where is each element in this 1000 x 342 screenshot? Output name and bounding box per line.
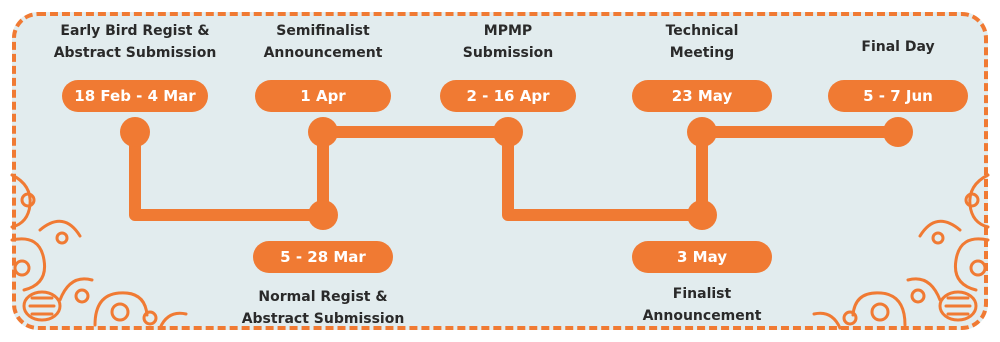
milestone-technical-title: Technical Meeting [666,20,739,64]
node-semifinalist [308,117,338,147]
milestone-normal-regist-title: Normal Regist & Abstract Submission [242,286,405,330]
timeline-connector [129,126,904,221]
node-final-day [883,117,913,147]
milestone-title-line: Normal Regist & [258,289,388,305]
milestone-title-line: Meeting [669,45,735,61]
node-technical [687,117,717,147]
milestone-final-day-date: 5 - 7 Jun [828,80,968,112]
milestone-final-day-title: Final Day [861,36,934,58]
milestone-technical-date: 23 May [632,80,772,112]
batik-swirl-ornament-right [812,173,990,330]
timeline-panel [12,12,988,330]
milestone-title-line: Early Bird Regist & [60,23,210,39]
milestone-early-bird-title: Early Bird Regist & Abstract Submission [54,20,217,64]
batik-swirl-ornament-left [10,173,188,330]
milestone-title-line: Technical [665,23,739,39]
milestone-title-line: Final Day [861,39,935,55]
milestone-title-line: MPMP [483,23,533,39]
milestone-title-line: Abstract Submission [241,311,405,327]
milestone-finalist-title: Finalist Announcement [643,283,762,327]
milestone-title-line: Submission [462,45,554,61]
milestone-semifinalist-title: Semifinalist Announcement [264,20,383,64]
node-mpmp [493,117,523,147]
milestone-mpmp-title: MPMP Submission [463,20,554,64]
milestone-early-bird-date: 18 Feb - 4 Mar [62,80,208,112]
milestone-normal-regist-date: 5 - 28 Mar [253,241,393,273]
node-finalist [687,200,717,230]
milestone-title-line: Announcement [263,45,383,61]
milestone-semifinalist-date: 1 Apr [255,80,391,112]
node-normal-regist [308,200,338,230]
milestone-title-line: Semifinalist [276,23,370,39]
milestone-title-line: Announcement [642,308,762,324]
milestone-finalist-date: 3 May [632,241,772,273]
milestone-title-line: Finalist [672,286,732,302]
milestone-mpmp-date: 2 - 16 Apr [440,80,576,112]
node-early-bird [120,117,150,147]
milestone-title-line: Abstract Submission [53,45,217,61]
